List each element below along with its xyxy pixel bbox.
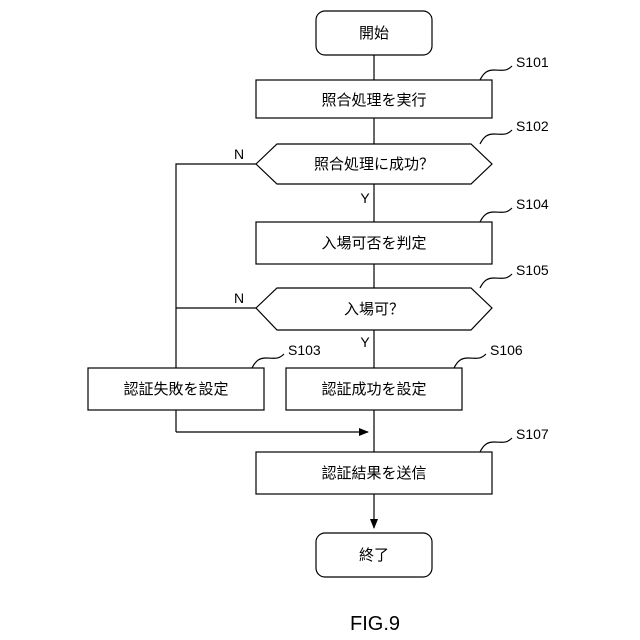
s105-no-label: N	[234, 290, 244, 306]
s103-leader	[252, 354, 284, 368]
process-s107: 認証結果を送信	[256, 452, 492, 494]
s104-label: 入場可否を判定	[321, 234, 426, 252]
s101-label: 照合処理を実行	[321, 91, 426, 109]
s107-step-label: S107	[516, 426, 549, 442]
s102-leader	[480, 130, 512, 144]
s105-yes-label: Y	[360, 334, 370, 350]
s104-leader	[480, 208, 512, 222]
decision-s105: 入場可？	[256, 288, 492, 330]
s106-label: 認証成功を設定	[321, 380, 426, 398]
s107-label: 認証結果を送信	[321, 464, 426, 482]
process-s101: 照合処理を実行	[256, 80, 492, 118]
s105-step-label: S105	[516, 262, 549, 278]
s104-step-label: S104	[516, 196, 549, 212]
start-label: 開始	[359, 24, 389, 42]
decision-s102: 照合処理に成功？	[256, 144, 492, 184]
s107-leader	[480, 438, 512, 452]
s106-step-label: S106	[490, 342, 523, 358]
s105-leader	[480, 274, 512, 288]
process-s106: 認証成功を設定	[286, 368, 462, 410]
process-s103: 認証失敗を設定	[88, 368, 264, 410]
s103-step-label: S103	[288, 342, 321, 358]
end-node: 終了	[316, 533, 432, 577]
start-node: 開始	[316, 11, 432, 55]
s102-no-label: N	[234, 146, 244, 162]
s105-label: 入場可？	[344, 300, 404, 318]
process-s104: 入場可否を判定	[256, 222, 492, 264]
s101-step-label: S101	[516, 54, 549, 70]
s103-label: 認証失敗を設定	[123, 380, 228, 398]
s102-step-label: S102	[516, 118, 549, 134]
s106-leader	[454, 354, 486, 368]
s102-label: 照合処理に成功？	[314, 155, 434, 173]
s101-leader	[480, 66, 512, 80]
figure-label: FIG.9	[350, 613, 400, 635]
s102-yes-label: Y	[360, 190, 370, 206]
end-label: 終了	[359, 546, 389, 564]
